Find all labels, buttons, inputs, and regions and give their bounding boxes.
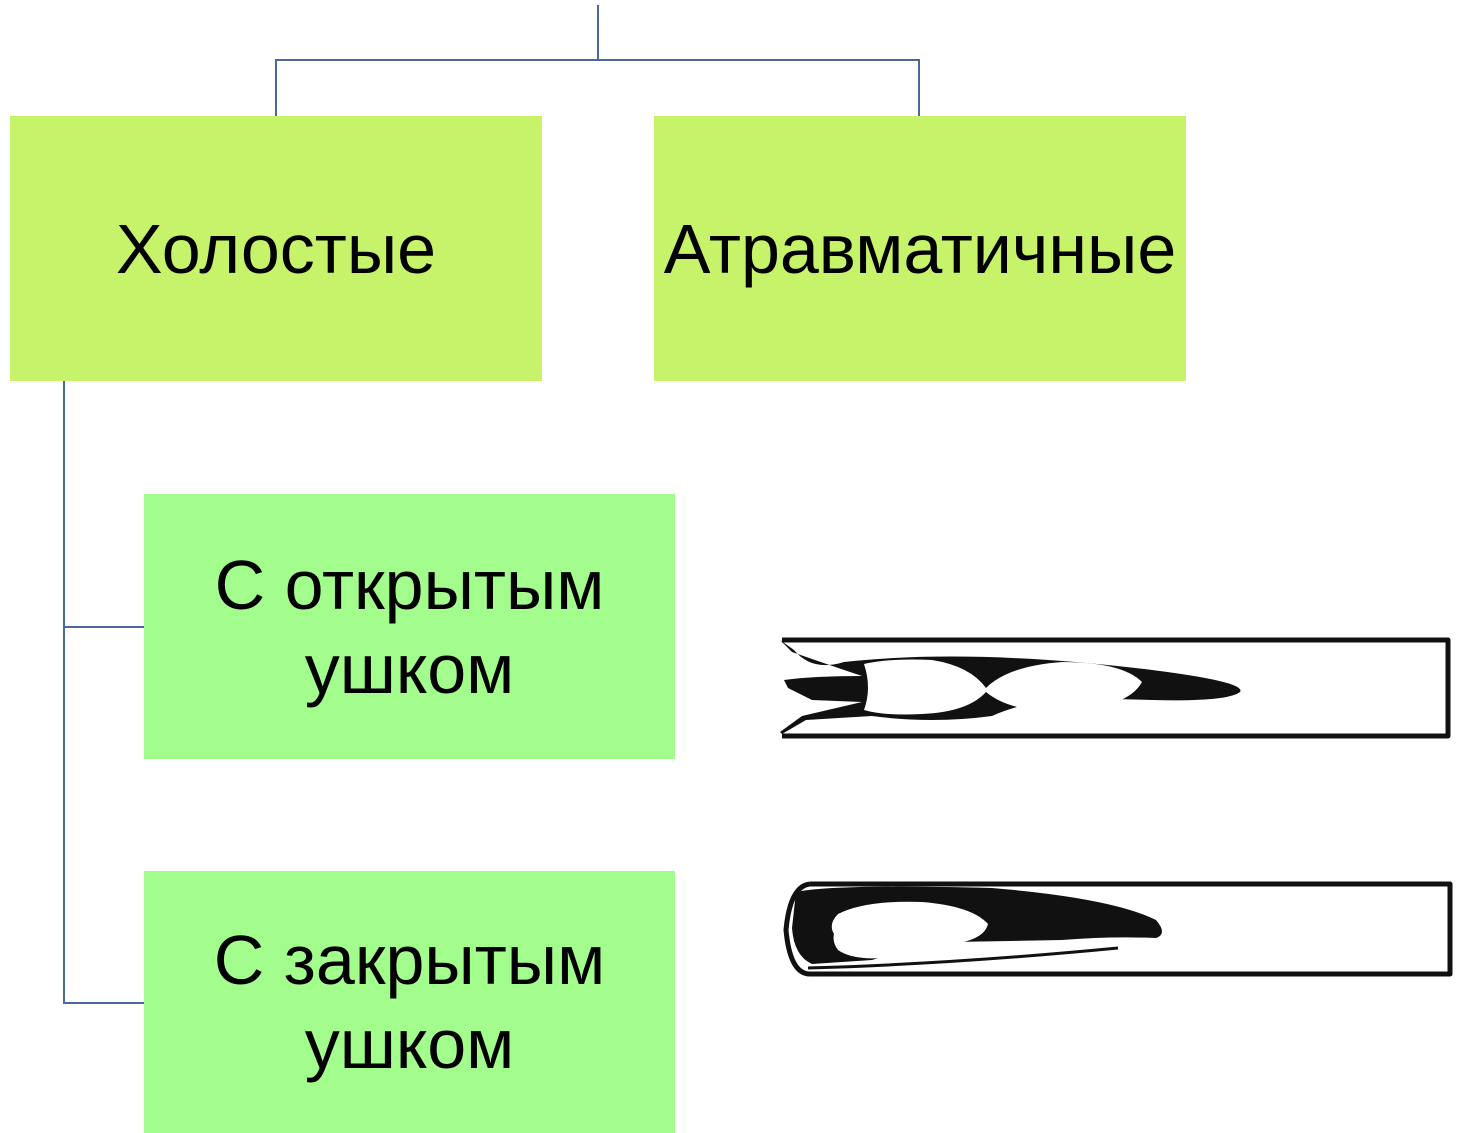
connector-root-to-holostye xyxy=(275,59,598,116)
connector-holostye-to-open xyxy=(63,381,144,628)
node-atraumatic: Атравматичные xyxy=(654,116,1186,381)
node-holostye: Холостые xyxy=(10,116,542,381)
needle-closed-eye-icon xyxy=(783,881,1453,977)
connector-holostye-to-closed xyxy=(63,627,144,1004)
needle-open-eye-icon xyxy=(780,637,1451,739)
node-closed-eye: С закрытым ушком xyxy=(144,871,675,1133)
connector-root-to-atraum xyxy=(598,59,920,116)
node-open-eye: С открытым ушком xyxy=(144,494,675,759)
